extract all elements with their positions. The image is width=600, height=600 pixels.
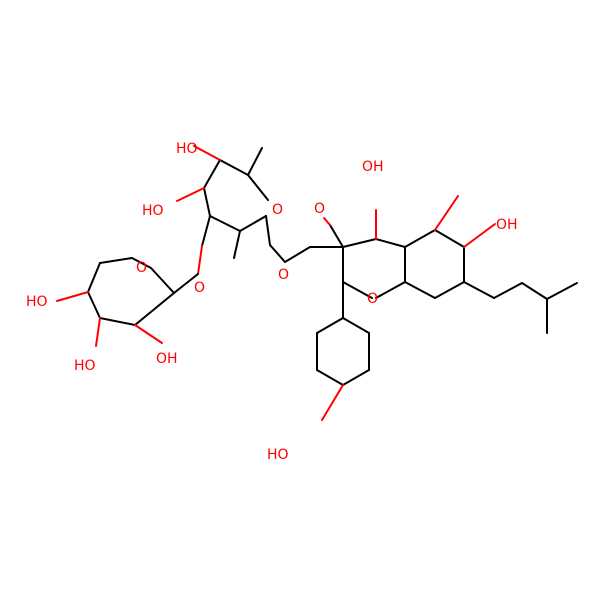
bond	[219, 159, 249, 176]
o-label: O	[194, 280, 205, 296]
o-label: O	[314, 201, 325, 217]
bond	[87, 262, 101, 293]
bond	[209, 215, 241, 232]
bond	[463, 223, 496, 248]
bond	[342, 238, 377, 248]
o-label: O	[278, 267, 289, 283]
bond	[197, 245, 203, 275]
o-label: O	[272, 202, 283, 218]
bond	[404, 229, 436, 248]
bond	[375, 281, 406, 299]
bond	[203, 159, 221, 189]
bond	[131, 257, 152, 269]
bond	[404, 281, 436, 299]
bond	[201, 215, 211, 247]
bond	[269, 244, 286, 263]
oh-label: HO	[142, 203, 164, 219]
bond	[247, 174, 269, 201]
bonds	[56, 145, 578, 421]
bond	[134, 324, 163, 344]
bond	[203, 187, 211, 217]
o-label: O	[367, 291, 378, 307]
bond	[493, 282, 523, 299]
bond	[99, 317, 136, 326]
bond	[323, 217, 331, 226]
bond	[463, 281, 495, 299]
o-label: O	[136, 260, 147, 276]
bond	[150, 267, 175, 294]
bond	[316, 369, 344, 386]
oh-label: HO	[267, 447, 289, 463]
bond	[375, 238, 406, 248]
bond	[434, 281, 465, 299]
bond	[342, 281, 373, 299]
bond	[265, 215, 271, 246]
bond	[342, 317, 370, 334]
bond	[233, 230, 241, 259]
oh-label: OH	[156, 351, 178, 367]
bond	[239, 215, 267, 232]
bond	[342, 369, 370, 386]
bond	[316, 317, 344, 334]
bond	[329, 224, 344, 248]
bond	[284, 246, 311, 263]
oh-label: HO	[176, 141, 198, 157]
bond	[434, 195, 459, 231]
bond	[56, 291, 89, 302]
oh-label: OH	[496, 217, 518, 233]
bond	[95, 317, 101, 347]
bond	[521, 282, 548, 300]
bond	[173, 273, 199, 294]
bond	[176, 187, 205, 202]
atom-labels: HO HO O O O O HO HO OH OH O OH O HO	[26, 141, 518, 463]
bond	[321, 384, 344, 421]
bond	[134, 292, 175, 326]
bond	[193, 145, 221, 161]
bond	[434, 229, 465, 248]
oh-label: HO	[26, 294, 48, 310]
bond	[87, 291, 101, 319]
bond	[546, 282, 578, 300]
oh-label: HO	[74, 358, 96, 374]
bond	[247, 147, 263, 176]
oh-label: OH	[362, 159, 384, 175]
bond	[99, 257, 133, 264]
